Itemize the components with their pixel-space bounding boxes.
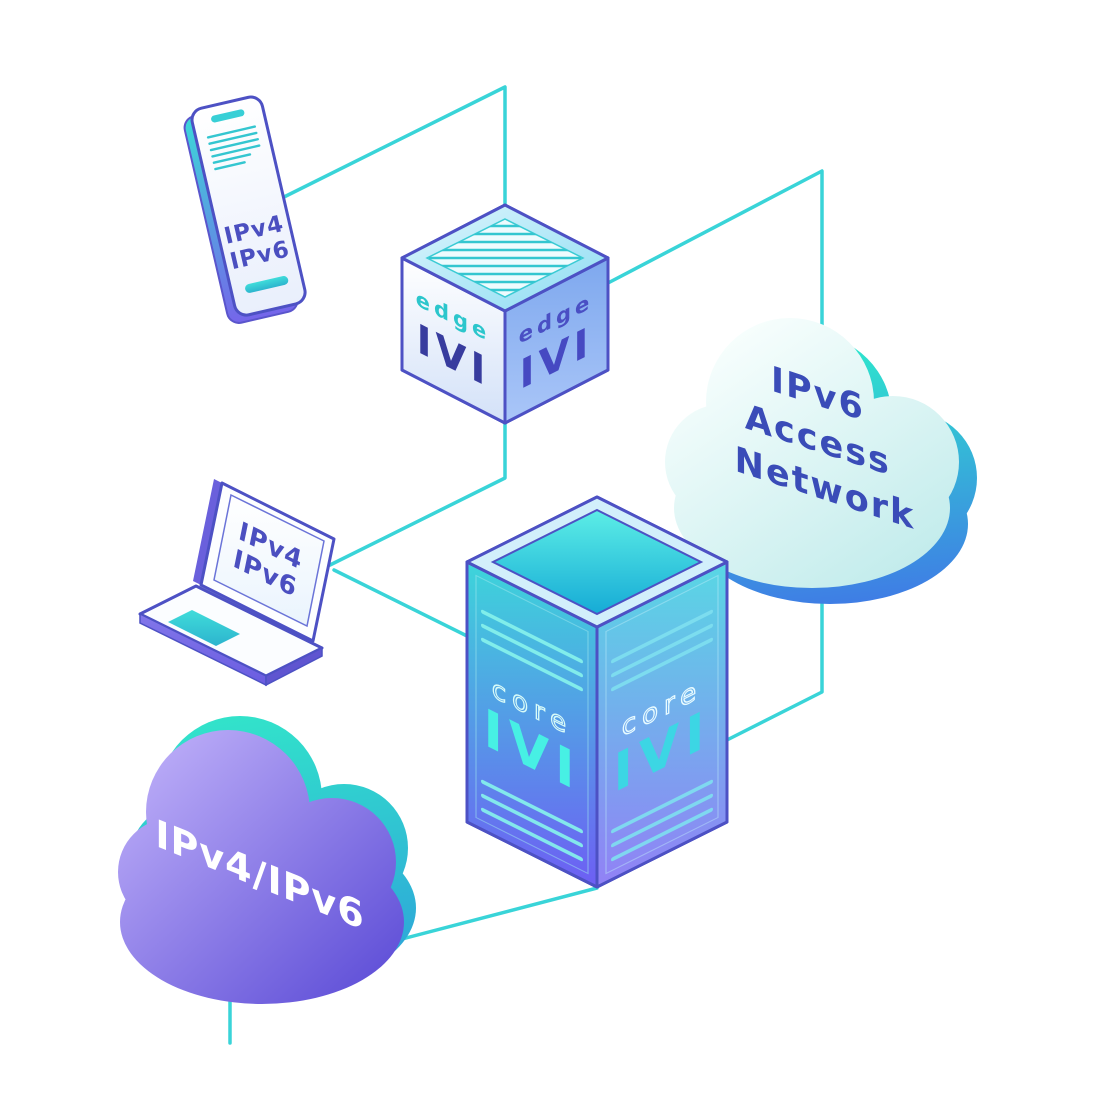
core-router-tower: core IVI core IVI <box>465 495 729 889</box>
smartphone-speaker-bar <box>211 109 245 123</box>
laptop: IPv4 IPv6 <box>138 479 336 687</box>
laptop-screen-display <box>213 493 325 628</box>
dual-stack-cloud: IPv4/IPv6 <box>118 716 416 1004</box>
laptop-screen-edge <box>193 479 222 585</box>
core-right-inner-frame <box>605 574 719 875</box>
smartphone-body <box>190 95 307 317</box>
core-right-bottom-stripes <box>611 779 713 862</box>
connector-phone-to-edge <box>282 85 507 208</box>
core-left-top-stripes <box>481 609 583 692</box>
dual-cloud-body <box>118 730 404 1004</box>
core-right-top-stripes <box>611 609 713 692</box>
laptop-deck-right-edge <box>265 646 323 687</box>
smartphone-screen-lines <box>206 125 261 171</box>
edge-router-cube: edge IVI edge IVI <box>400 203 610 425</box>
core-top-panel <box>490 508 704 616</box>
core-right-face-content: core IVI <box>605 574 719 875</box>
smartphone: IPv4 IPv6 <box>183 95 307 324</box>
access-cloud-body <box>665 318 959 588</box>
ipv6-access-network-cloud: IPv6 Access Network <box>665 318 977 604</box>
core-left-inner-frame <box>475 574 589 875</box>
connector-edge-to-laptop <box>328 422 507 567</box>
connector-laptop-to-core <box>332 568 469 638</box>
smartphone-home-bar <box>245 276 289 293</box>
laptop-trackpad <box>168 610 240 646</box>
core-left-bottom-stripes <box>481 779 583 862</box>
